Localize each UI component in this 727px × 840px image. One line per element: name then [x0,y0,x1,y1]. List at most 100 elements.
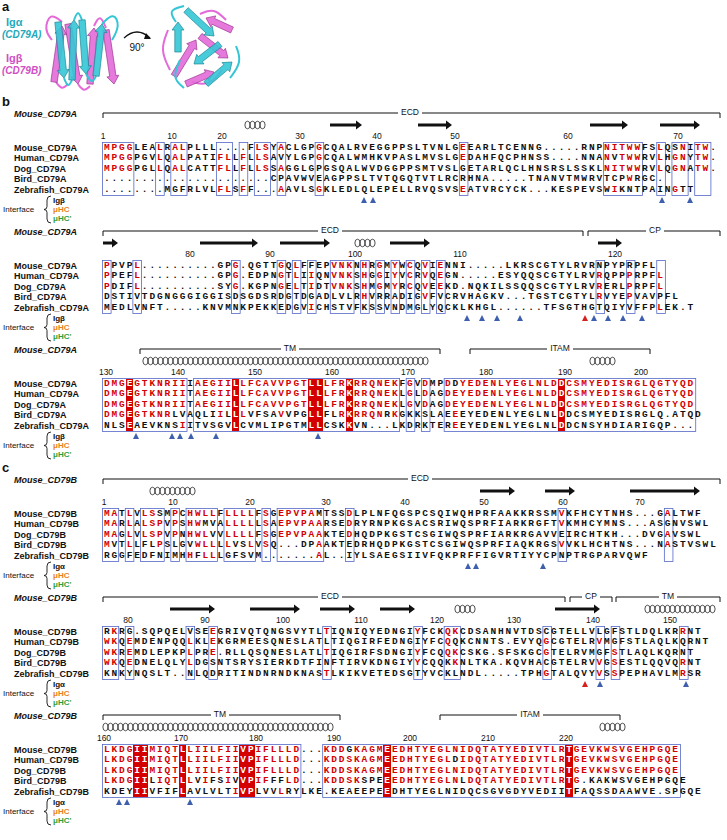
residue: I [406,551,414,561]
residue: Y [512,271,520,281]
residue: M [406,303,414,313]
residue: S [406,509,414,519]
residue: A [194,153,202,163]
residue: F [649,271,657,281]
residue: R [414,421,422,431]
similarity-frame [125,509,134,562]
domain-label: ITAM [547,343,573,353]
residue: E [596,389,604,399]
residue: T [694,164,702,174]
residue: T [156,303,164,313]
residue: S [368,551,376,561]
residue: L [232,410,240,420]
similarity-frame [406,379,415,432]
residue: G [641,174,649,184]
residue: N [270,282,278,292]
residue: A [497,530,505,540]
helix-turn [298,357,303,365]
residue: S [156,509,164,519]
residue: C [255,389,263,399]
residue: E [141,421,149,431]
residue: P [111,143,119,153]
residue-number: 50 [450,131,459,141]
residue: G [141,164,149,174]
similarity-frame [103,745,301,798]
similarity-frame [323,745,681,798]
residue: I [452,540,460,550]
residue: Y [391,271,399,281]
residue: D [558,379,566,389]
residue-number: 40 [372,131,381,141]
residue: L [323,400,331,410]
residue: T [141,292,149,302]
residue: L [308,421,316,431]
residue: L [565,261,573,271]
residue: G [436,400,444,410]
residue: P [436,379,444,389]
residue: L [323,379,331,389]
residue: L [232,519,240,529]
residue: A [323,540,331,550]
residue: S [330,509,338,519]
residue: . [224,174,232,184]
residue: Q [679,389,687,399]
residue: A [467,185,475,195]
residue: I [224,389,232,399]
residue: R [633,410,641,420]
interface-triangle [315,433,321,439]
alignment-block-art [44,349,696,459]
helix-turn [243,723,248,731]
strand-arrow-head [569,487,575,496]
residue: I [482,551,490,561]
residue: C [429,540,437,550]
residue: S [406,143,414,153]
residue: G [565,292,573,302]
residue: E [467,389,475,399]
strand-arrow-head [616,239,622,248]
helix-turn [293,357,298,365]
aligned-sequence: DSTIVTDGNGGGIGGISDSGDSRDGTDGADLVLRHVRRAD… [103,292,679,302]
residue: L [255,164,263,174]
residue: A [376,551,384,561]
residue: F [330,389,338,399]
residue: D [641,530,649,540]
aligned-sequence: PDIFL..........SYG.KGPNGELTIDTVNKSHMGMYR… [103,282,664,292]
residue: I [687,143,695,153]
residue: Q [664,143,672,153]
residue: D [346,530,354,540]
residue: R [338,379,346,389]
helix-turn [253,357,258,365]
residue: H [179,551,187,561]
residue: L [202,509,210,519]
helix-turn [423,357,428,365]
residue: . [239,261,247,271]
residue: R [459,174,467,184]
residue: L [232,530,240,540]
helix-turn [163,357,168,365]
residue: D [603,400,611,410]
residue: W [626,143,634,153]
residue: N [664,185,672,195]
strand-arrow-body [280,242,325,245]
residue: . [565,153,573,163]
residue: Q [368,379,376,389]
residue: G [656,509,664,519]
helix-turn [460,605,465,613]
aligned-sequence: ........MGFRLVLFLSFF...AAVLSGKLEDLQLEPEL… [103,185,694,195]
residue: S [580,410,588,420]
residue: D [103,292,111,302]
residue: F [126,271,134,281]
residue: D [611,410,619,420]
interface-partner: μHC' [53,332,71,341]
residue: F [255,410,263,420]
residue: L [573,271,581,281]
residue: P [406,164,414,174]
residue: Y [505,389,513,399]
residue: K [346,282,354,292]
residue: I [300,271,308,281]
residue: S [618,379,626,389]
residue: . [573,153,581,163]
residue: . [209,282,217,292]
species-name: Dog_CD79B [14,530,66,540]
residue: N [156,389,164,399]
